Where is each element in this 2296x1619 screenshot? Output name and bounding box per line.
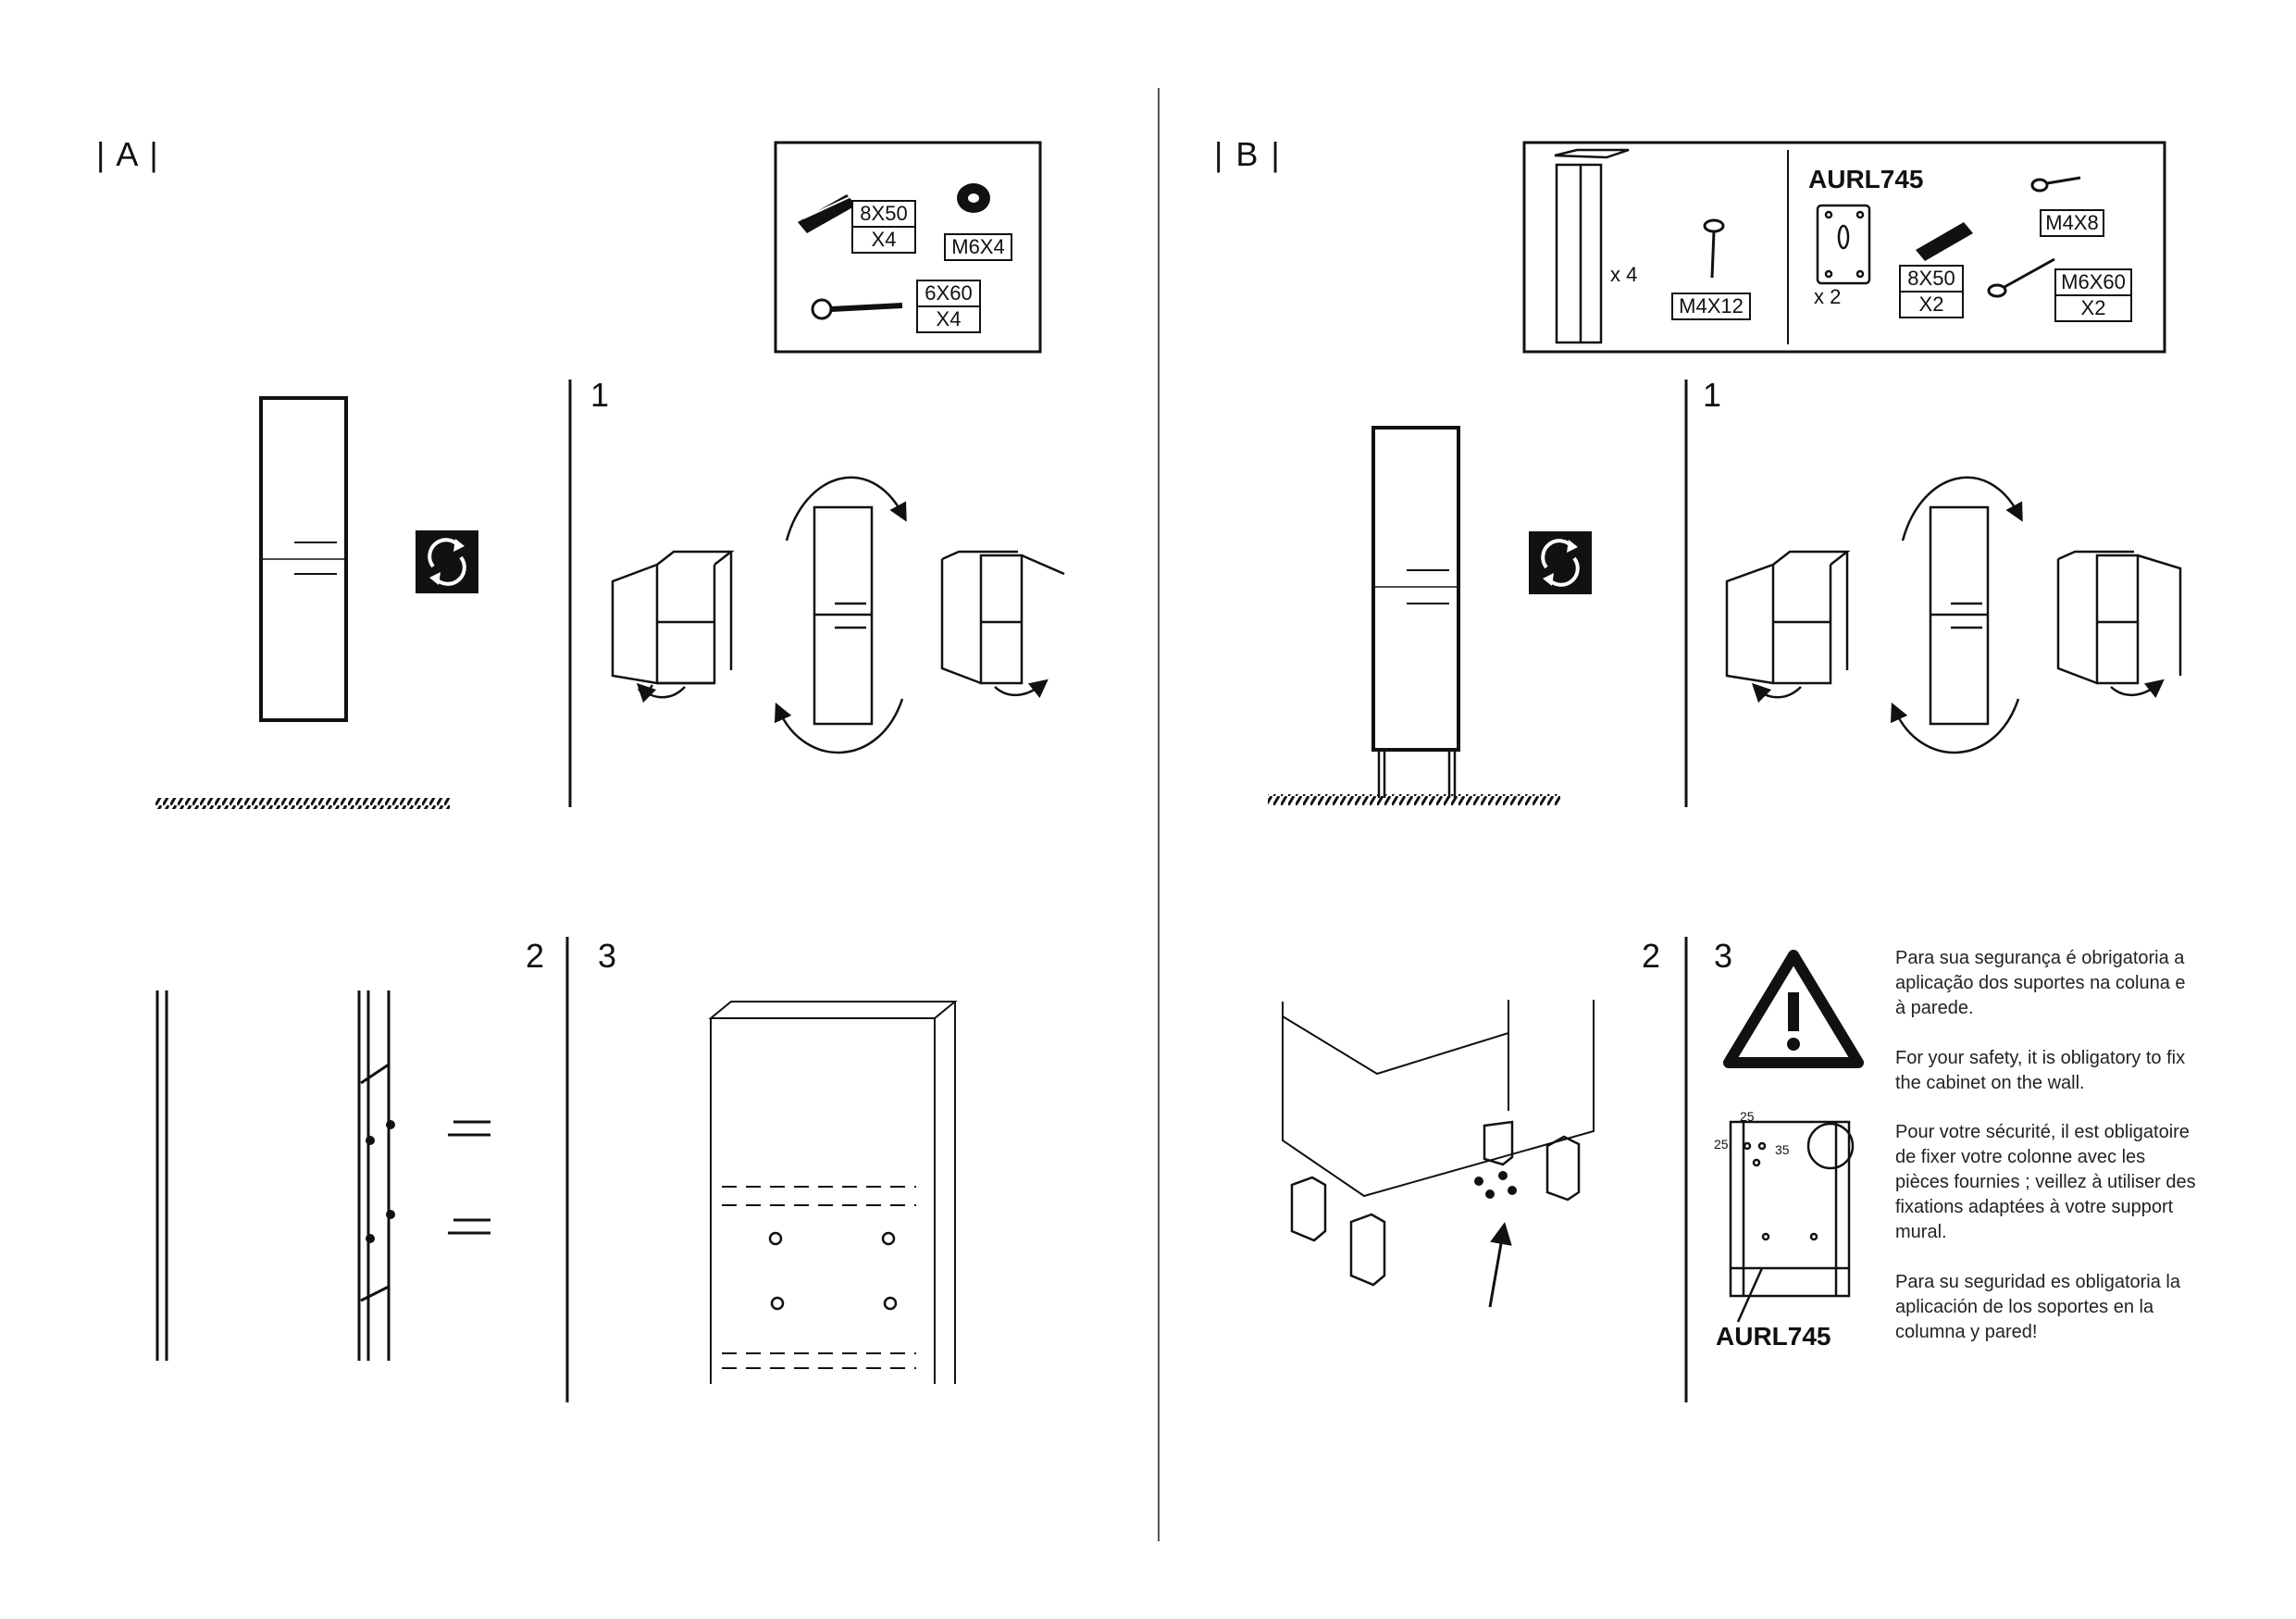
hardware-a-screw-qty: X4 — [916, 305, 981, 333]
step-number-a2: 2 — [526, 937, 545, 975]
step-number-b3: 3 — [1714, 937, 1733, 975]
legs-b2 — [1290, 1120, 1581, 1287]
hardware-a-plug-qty: X4 — [851, 226, 916, 254]
fixing-points-a3 — [768, 1231, 898, 1311]
screw-m4x12-icon — [1703, 218, 1725, 279]
insert-arrow-b2 — [1488, 1222, 1512, 1308]
bracket-dim-top: 25 — [1740, 1109, 1755, 1124]
screws-b2 — [1474, 1171, 1517, 1199]
warning-icon — [1723, 950, 1864, 1068]
bracket-plate-icon — [1816, 204, 1871, 285]
hardware-b-m4x8: M4X8 — [2040, 209, 2104, 237]
floor-hatch-b — [1268, 794, 1560, 805]
open-cabinet-left-b — [1725, 550, 1851, 704]
cabinet-back-a3 — [708, 1001, 958, 1384]
bracket-diagram-b3 — [1729, 1120, 1855, 1323]
hardware-a-screw-size: 6X60 — [916, 280, 981, 307]
legs-quantity: x 4 — [1610, 263, 1638, 286]
washer-icon — [957, 183, 990, 213]
step-number-b1: 1 — [1703, 376, 1722, 414]
hardware-b-sku: AURL745 — [1808, 165, 1924, 193]
open-cabinet-right-b — [2056, 550, 2182, 699]
wall-plugs-a2 — [448, 1120, 490, 1235]
section-label-b: | B | — [1214, 135, 1282, 173]
bracket-diagram-sku: AURL745 — [1716, 1322, 1831, 1351]
step-number-a1: 1 — [590, 376, 610, 414]
safety-text-fr: Pour votre sécurité, il est obligatoire … — [1895, 1122, 2196, 1242]
reversible-door-icon-b — [1529, 531, 1592, 594]
hardware-b-m6x60-qty: X2 — [2054, 294, 2132, 322]
safety-text-es: Para su seguridad es obligatoria la apli… — [1895, 1272, 2180, 1342]
hardware-b-plug-qty: X2 — [1899, 291, 1964, 318]
hardware-a-plug-size: 8X50 — [851, 200, 916, 228]
hardware-b-m6x60-size: M6X60 — [2054, 268, 2132, 296]
cabinet-front-a — [259, 396, 348, 722]
wall-plug-icon-b — [1916, 222, 1973, 261]
hardware-b-plug-size: 8X50 — [1899, 265, 1964, 293]
safety-text-en: For your safety, it is obligatory to fix… — [1895, 1048, 2186, 1093]
cabinet-front-b — [1371, 426, 1460, 798]
floor-hatch-a — [155, 798, 450, 809]
long-screw-icon — [811, 298, 903, 320]
rotate-cabinet-a — [775, 476, 907, 754]
open-cabinet-left-a — [611, 550, 735, 704]
bracket-dim-left: 25 — [1714, 1137, 1729, 1152]
reversible-door-icon-a — [416, 530, 478, 593]
leg-icon — [1554, 148, 1630, 344]
screw-m6x60-icon — [1987, 257, 2055, 298]
section-label-a: | A | — [96, 135, 160, 173]
hardware-box-b — [1522, 141, 2166, 354]
bracket-quantity: x 2 — [1814, 285, 1842, 308]
step-number-b2: 2 — [1642, 937, 1661, 975]
wall-section-a2 — [155, 990, 391, 1361]
screw-m4x8-icon — [2030, 176, 2081, 193]
safety-text-pt: Para sua segurança é obrigatoria a aplic… — [1895, 948, 2186, 1018]
hardware-a-washer-size: M6X4 — [944, 233, 1012, 261]
hardware-b-m4x12: M4X12 — [1671, 293, 1751, 320]
hardware-box-a — [774, 141, 1042, 354]
drill-marks-a2 — [366, 1120, 395, 1243]
rotate-cabinet-b — [1891, 476, 2023, 754]
cabinet-bottom-b2 — [1282, 1000, 1595, 1198]
wall-plug-icon — [798, 194, 856, 233]
bracket-dim-right: 35 — [1775, 1142, 1790, 1157]
open-cabinet-right-a — [940, 550, 1065, 699]
step-number-a3: 3 — [598, 937, 617, 975]
